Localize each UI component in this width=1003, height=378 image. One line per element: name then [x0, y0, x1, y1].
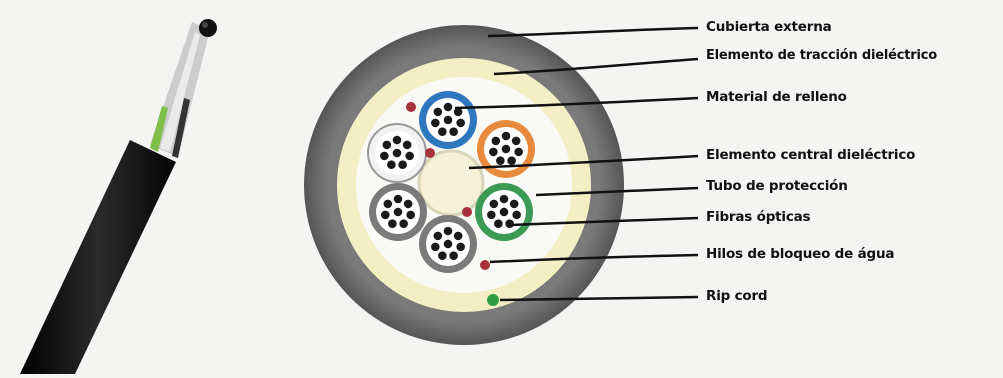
optical-fiber	[394, 195, 403, 204]
central-member	[419, 151, 483, 215]
optical-fiber	[399, 219, 408, 228]
optical-fiber	[405, 152, 414, 161]
rip-cord-dot	[487, 294, 499, 306]
optical-fiber	[384, 200, 393, 209]
optical-fiber	[454, 232, 463, 241]
optical-fiber	[444, 103, 453, 112]
optical-fiber	[393, 136, 402, 145]
water-blocking-yarn	[480, 260, 490, 270]
optical-fiber	[505, 219, 514, 228]
optical-fiber	[434, 108, 443, 117]
optical-fiber	[512, 137, 521, 146]
optical-fiber	[456, 243, 465, 252]
optical-fiber	[381, 211, 390, 220]
optical-fiber	[489, 148, 498, 157]
label-outer-jacket: Cubierta externa	[706, 19, 832, 35]
label-protection-tube: Tubo de protección	[706, 178, 848, 194]
optical-fiber	[438, 127, 447, 136]
optical-fiber	[496, 156, 505, 165]
optical-fiber	[404, 200, 413, 209]
optical-fiber	[512, 211, 521, 220]
label-dielectric-strength-member: Elemento de tracción dieléctrico	[706, 48, 937, 63]
optical-fiber	[387, 160, 396, 169]
optical-fiber	[449, 251, 458, 260]
optical-fiber	[514, 148, 523, 157]
cable-outer-sheath	[20, 140, 176, 374]
optical-fiber	[444, 240, 453, 249]
optical-fiber	[438, 251, 447, 260]
cable-photo	[20, 19, 217, 374]
optical-fiber	[398, 160, 407, 169]
optical-fiber	[431, 243, 440, 252]
water-blocking-yarn	[425, 148, 435, 158]
water-blocking-yarn	[462, 207, 472, 217]
cable-central-tip	[199, 19, 217, 37]
optical-fiber	[383, 141, 392, 150]
label-optical-fibers: Fibras ópticas	[706, 209, 810, 225]
cross-section	[304, 25, 624, 345]
optical-fiber	[500, 208, 509, 217]
optical-fiber	[444, 227, 453, 236]
optical-fiber	[456, 119, 465, 128]
label-water-blocking-yarns: Hilos de bloqueo de água	[706, 246, 894, 262]
optical-fiber	[434, 232, 443, 241]
leader-line-outer-jacket	[488, 28, 698, 36]
optical-fiber	[502, 132, 511, 141]
optical-fiber	[394, 208, 403, 217]
cable-tip-highlight	[202, 22, 208, 28]
optical-fiber	[492, 137, 501, 146]
optical-fiber	[502, 145, 511, 154]
optical-fiber	[406, 211, 415, 220]
optical-fiber	[507, 156, 516, 165]
optical-fiber	[510, 200, 519, 209]
optical-fiber	[403, 141, 412, 150]
optical-fiber	[444, 116, 453, 125]
optical-fiber	[431, 119, 440, 128]
optical-fiber	[487, 211, 496, 220]
label-rip-cord: Rip cord	[706, 288, 767, 304]
label-filler-material: Material de relleno	[706, 89, 847, 105]
optical-fiber	[490, 200, 499, 209]
optical-fiber	[500, 195, 509, 204]
label-central-dielectric-member: Elemento central dieléctrico	[706, 147, 915, 163]
optical-fiber	[449, 127, 458, 136]
optical-fiber	[393, 149, 402, 158]
optical-fiber	[494, 219, 503, 228]
optical-fiber	[380, 152, 389, 161]
optical-fiber	[388, 219, 397, 228]
water-blocking-yarn	[406, 102, 416, 112]
